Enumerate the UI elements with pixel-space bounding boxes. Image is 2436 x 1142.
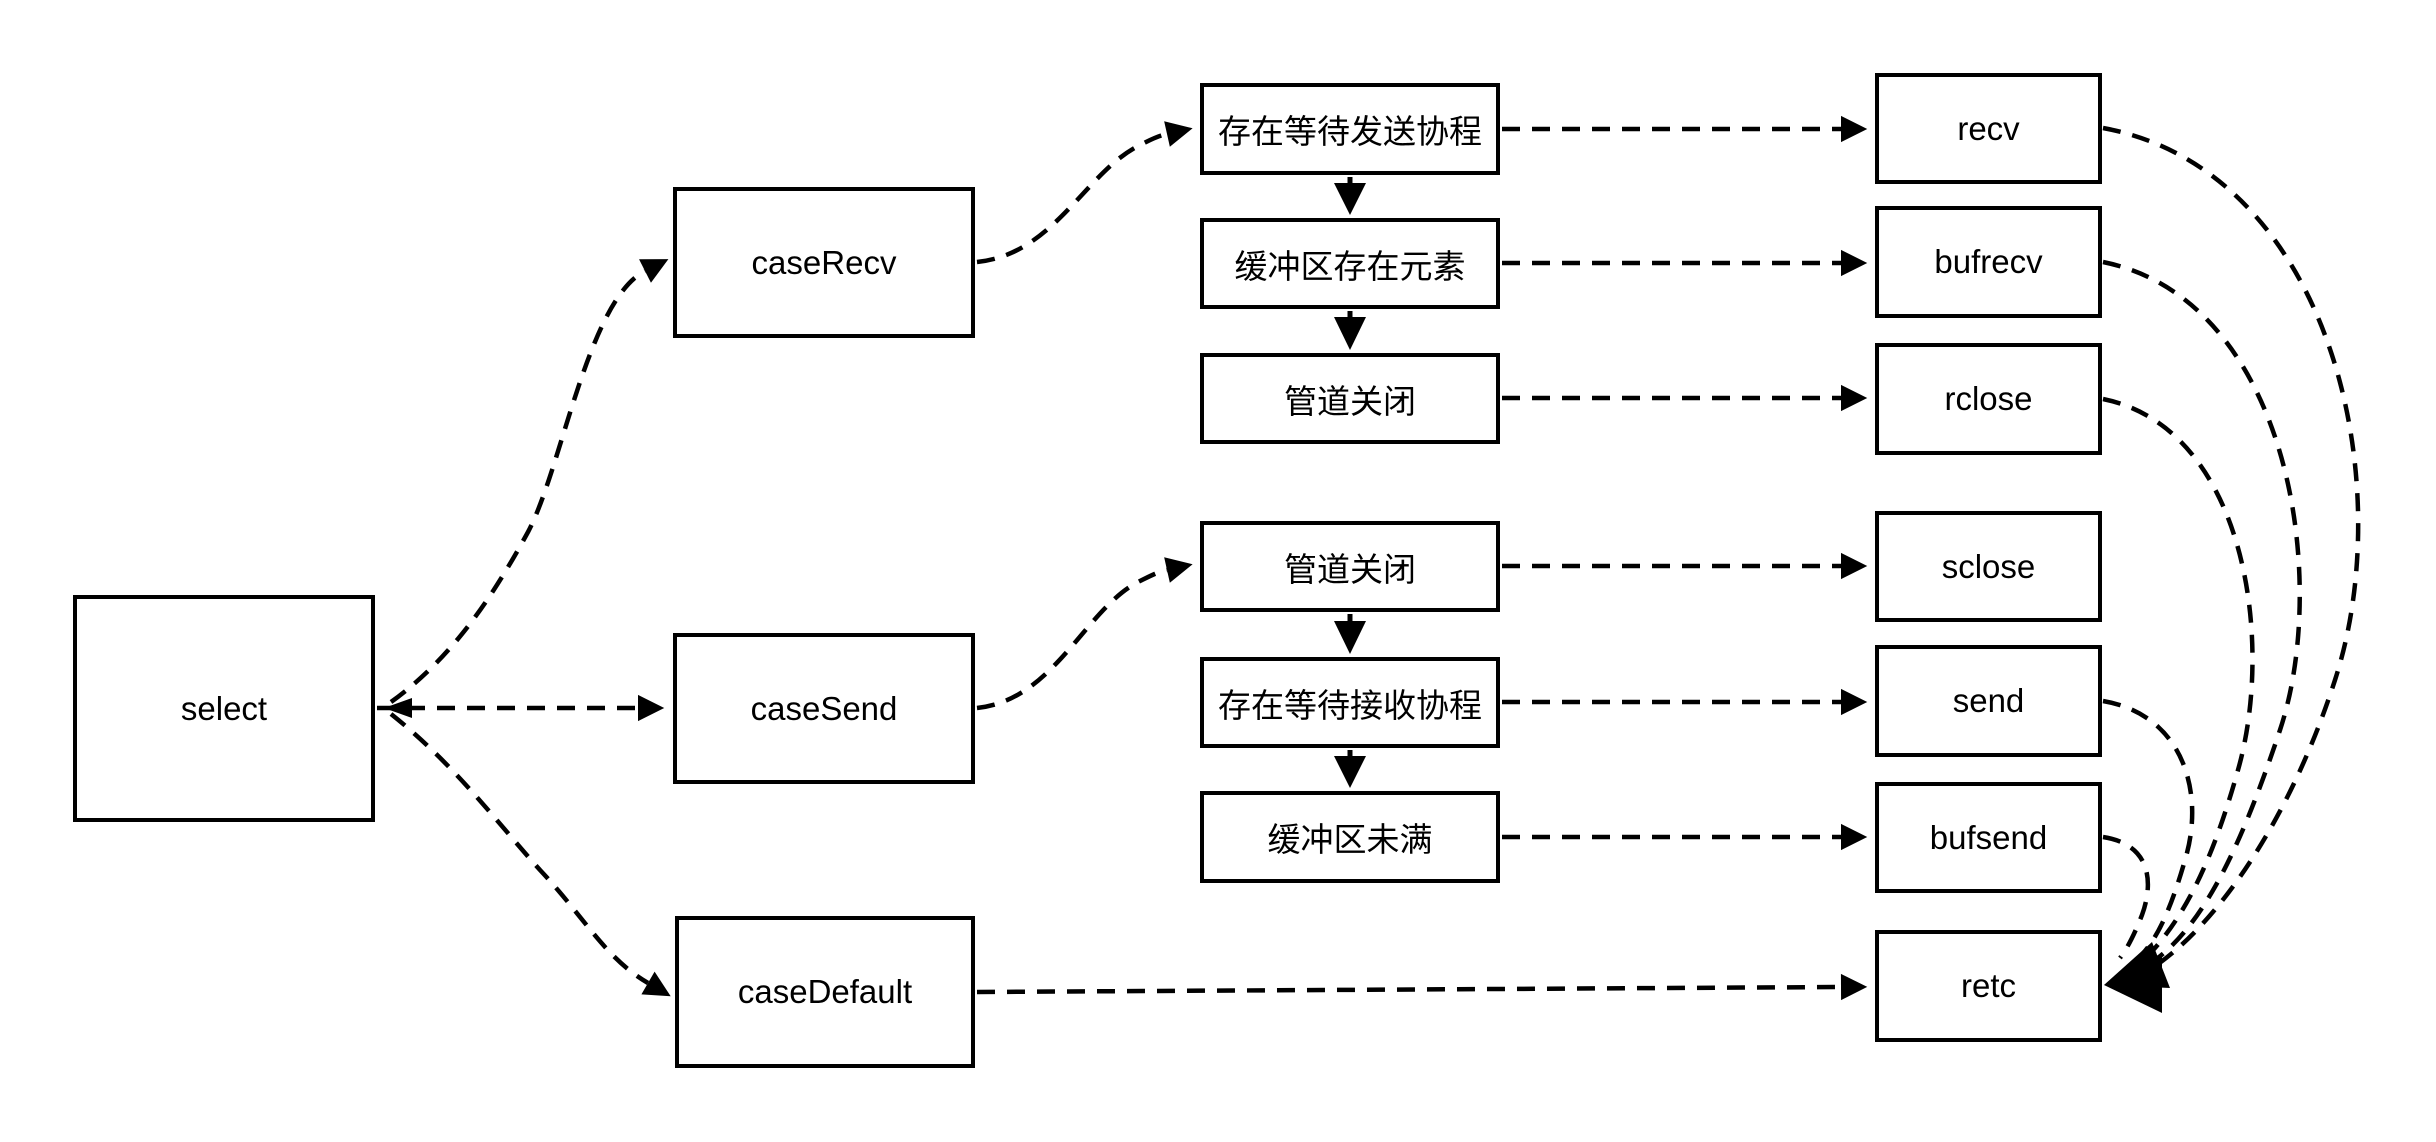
arrowhead-down-4 <box>1334 756 1366 788</box>
node-buffer-has-element: 缓冲区存在元素 <box>1200 218 1500 309</box>
node-caseRecv: caseRecv <box>673 187 975 338</box>
node-label: 缓冲区存在元素 <box>1234 247 1466 285</box>
node-caseDefault: caseDefault <box>675 916 975 1068</box>
node-label: 管道关闭 <box>1284 382 1416 420</box>
arrowhead-down-2 <box>1334 317 1366 350</box>
node-buffer-not-full: 缓冲区未满 <box>1200 791 1500 883</box>
node-caseSend: caseSend <box>673 633 975 784</box>
node-label: sclose <box>1941 547 2036 585</box>
edge-caseSend-chanClosedSend <box>976 557 1193 711</box>
node-channel-closed-recv: 管道关闭 <box>1200 353 1500 444</box>
node-label: bufsend <box>1929 818 2048 856</box>
node-label: retc <box>1960 967 2016 1004</box>
node-label: caseDefault <box>737 973 913 1010</box>
node-label: 存在等待发送协程 <box>1218 113 1482 150</box>
node-wait-recv-goroutine: 存在等待接收协程 <box>1200 657 1500 748</box>
node-label: 缓冲区未满 <box>1267 821 1433 858</box>
edge-caseDefault-retc <box>976 973 1868 1001</box>
node-select: select <box>73 595 375 822</box>
node-label: 管道关闭 <box>1284 550 1416 588</box>
edge-caseRecv-waitSend <box>976 121 1193 265</box>
node-recv: recv <box>1875 73 2102 184</box>
node-bufsend: bufsend <box>1875 782 2102 893</box>
node-label: bufrecv <box>1934 243 2043 280</box>
node-retc: retc <box>1875 930 2102 1042</box>
node-label: recv <box>1957 109 2020 147</box>
edge-select-caseRecv <box>389 259 669 704</box>
node-rclose: rclose <box>1875 343 2102 455</box>
arrowhead-down-1 <box>1334 183 1366 215</box>
node-bufrecv: bufrecv <box>1875 206 2102 318</box>
node-sclose: sclose <box>1875 511 2102 622</box>
node-label: rclose <box>1944 380 2033 417</box>
arrowhead-into-select <box>384 698 412 718</box>
edge-recv-retc <box>2102 125 2361 974</box>
node-wait-send-goroutine: 存在等待发送协程 <box>1200 83 1500 175</box>
edge-bufsend-retc <box>2102 834 2151 960</box>
edge-rclose-retc <box>2102 396 2255 966</box>
node-send: send <box>1875 645 2102 757</box>
node-label: select <box>180 689 268 727</box>
node-label: send <box>1952 682 2025 719</box>
node-label: 存在等待接收协程 <box>1218 686 1482 724</box>
node-channel-closed-send: 管道关闭 <box>1200 521 1500 612</box>
edge-send-retc <box>2102 698 2195 964</box>
arrowhead-down-3 <box>1334 621 1366 654</box>
edge-select-caseDefault <box>389 712 671 997</box>
node-label: caseRecv <box>751 243 897 281</box>
node-label: caseSend <box>750 689 898 727</box>
arrowhead-into-retc-2 <box>2104 942 2170 988</box>
edge-bufrecv-retc <box>2102 259 2302 970</box>
